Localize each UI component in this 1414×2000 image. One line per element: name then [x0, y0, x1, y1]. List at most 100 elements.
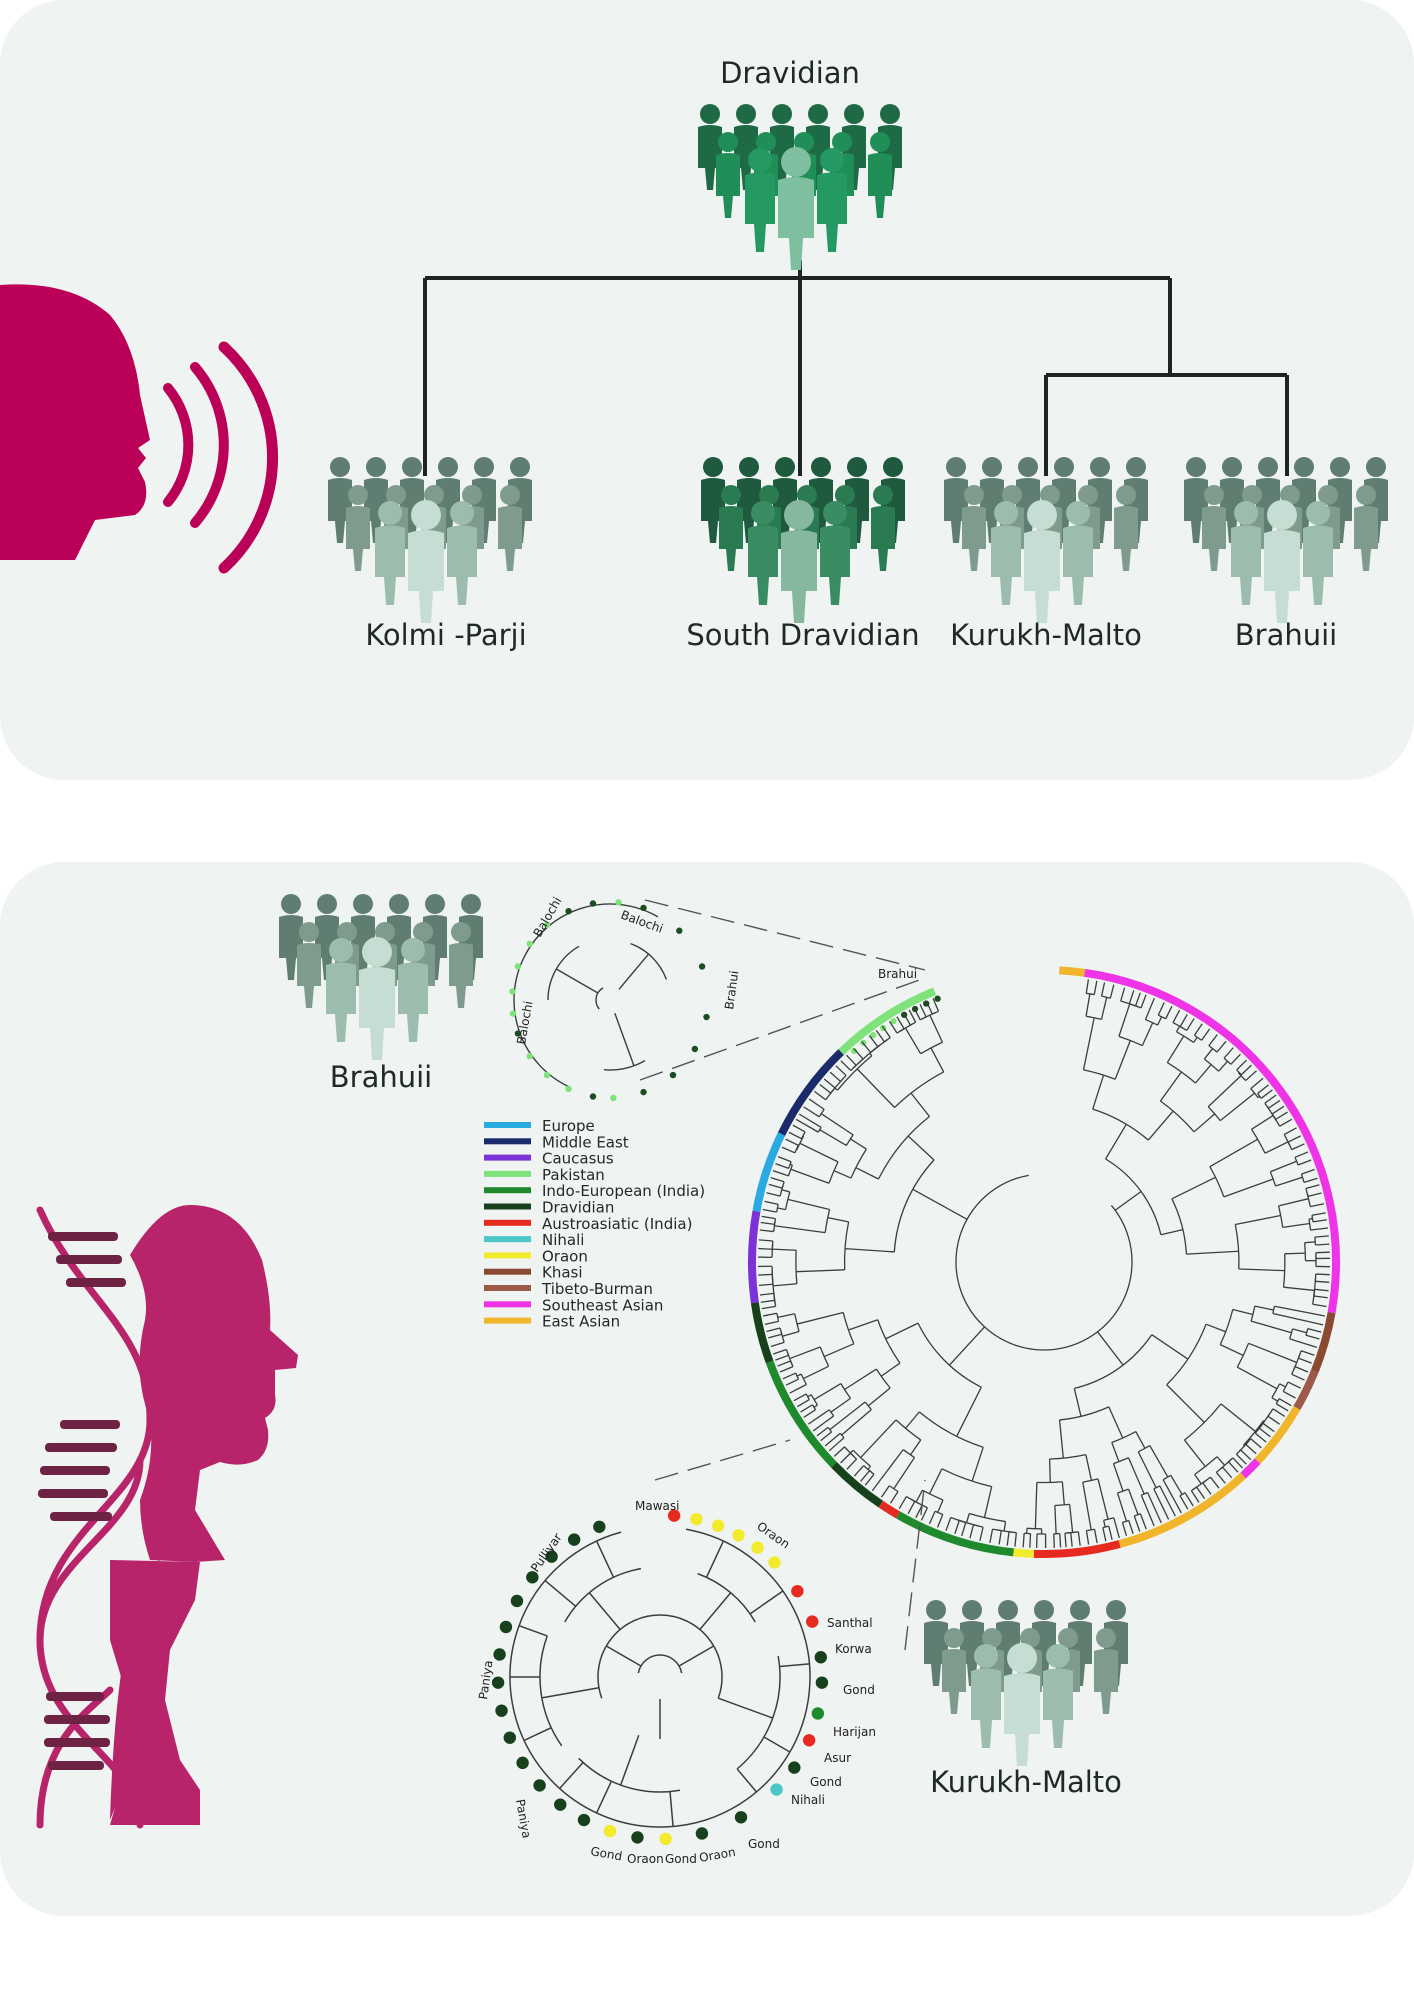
ring-segment [1311, 1311, 1336, 1373]
tip-dot [850, 1047, 858, 1055]
branch-label-brahui: Brahuii [1235, 618, 1337, 652]
inset2-label-oraon-2: Oraon [698, 1845, 737, 1865]
dravidian-people-icon [698, 104, 902, 270]
ring-segment [878, 1500, 901, 1519]
legend-swatch [484, 1170, 531, 1177]
inset1-dot [543, 1071, 551, 1079]
kolmi-parji-people-icon [328, 457, 532, 623]
ring-segment [1293, 1369, 1319, 1411]
inset2-dot [791, 1584, 804, 1598]
legend-swatch [484, 1203, 531, 1210]
inset2-dot [815, 1676, 829, 1689]
branch-label-kurukh-malto: Kurukh-Malto [950, 618, 1142, 652]
inset2-label-paniya-1: Paniya [476, 1659, 495, 1700]
ring-segment [1254, 1405, 1301, 1464]
inset2-dot [734, 1811, 748, 1824]
inset2-label-paniya-2: Paniya [513, 1798, 534, 1839]
legend-label: Tibeto-Burman [541, 1280, 653, 1298]
inset2-dot [516, 1756, 529, 1770]
inset2-dot [526, 1571, 539, 1584]
population-ring [748, 966, 1340, 1558]
legend-swatch [484, 1236, 531, 1243]
legend-swatch [484, 1138, 531, 1145]
inset1-dot [526, 1053, 533, 1060]
inset2-dot [788, 1761, 801, 1774]
inset2-dot [806, 1615, 819, 1628]
legend-swatch [484, 1252, 531, 1259]
inset1-dot [514, 963, 522, 970]
inset2-dot [493, 1648, 506, 1661]
branch-label-kolmi-parji: Kolmi -Parji [365, 618, 526, 652]
inset2-label-pulliyar: Pulliyar [528, 1531, 565, 1575]
inset1-dot [509, 1010, 517, 1017]
inner-arc [955, 1174, 1133, 1351]
inset1-dot [565, 1085, 572, 1093]
inset2-label-harijan: Harijan [833, 1725, 876, 1739]
legend-swatch [484, 1187, 531, 1194]
inset2-dot [503, 1731, 516, 1744]
inset1-label-balochi-2: Balochi [619, 908, 665, 936]
tip-dot [933, 994, 942, 1003]
inset2-label-santhal: Santhal [827, 1616, 873, 1630]
south-dravidian-people-icon [701, 457, 905, 623]
ring-segment [1084, 968, 1340, 1314]
inset2-label-gond-4: Gond [843, 1683, 875, 1697]
brahui-inset-tree: Balochi Balochi Balochi Brahui [509, 895, 741, 1102]
inset2-dot [554, 1798, 567, 1811]
inset2-dot [690, 1512, 703, 1526]
ring-segment [765, 1360, 837, 1468]
inset2-dot [768, 1556, 781, 1569]
legend-label: Middle East [542, 1133, 629, 1151]
inset1-dot [676, 927, 683, 934]
ring-segment [748, 1210, 761, 1304]
speaking-head-icon [0, 284, 278, 574]
legend-swatch [484, 1122, 531, 1128]
brahui-genetic-people-icon [279, 894, 483, 1060]
inset2-label-korwa: Korwa [835, 1642, 872, 1656]
inset1-dot [691, 1045, 699, 1053]
branch-label-south-dravidian: South Dravidian [686, 618, 919, 652]
circle-label-brahui: Brahui [878, 967, 917, 981]
inset2-dot [577, 1813, 591, 1827]
tip-dot [869, 1031, 877, 1039]
ring-segment [896, 1511, 1014, 1557]
ring-segment [750, 1302, 774, 1364]
inset2-dot [667, 1509, 681, 1522]
inset2-label-gond-5: Gond [810, 1775, 842, 1789]
inset2-dot [545, 1550, 558, 1563]
legend-label: East Asian [542, 1313, 620, 1331]
legend-label: Pakistan [542, 1166, 605, 1184]
inset2-label-gond-1: Gond [589, 1844, 623, 1863]
legend-label: Austroasiatic (India) [542, 1215, 692, 1233]
kurukh-malto-people-icon [944, 457, 1148, 623]
inset1-dot [669, 1071, 677, 1079]
dna-face-icon [36, 1205, 298, 1829]
inset2-label-mawasi: Mawasi [635, 1499, 679, 1513]
inset1-dot [589, 900, 597, 907]
zoom-connectors [639, 899, 926, 1651]
inset1-dot [543, 921, 551, 929]
ring-segment [1059, 966, 1086, 977]
inset2-label-nihali: Nihali [791, 1793, 825, 1807]
inset2-dot [603, 1824, 617, 1838]
inset2-dot [711, 1519, 725, 1532]
legend-swatch [484, 1219, 531, 1226]
legend-label: Khasi [542, 1264, 583, 1282]
inset2-dot [802, 1734, 816, 1747]
inset2-dot [695, 1827, 709, 1840]
legend-label: Nihali [542, 1231, 584, 1249]
inset1-label-brahui: Brahui [722, 970, 741, 1011]
inset2-dot [495, 1704, 508, 1717]
inset1-dot [589, 1093, 597, 1100]
ring-segment [1118, 1472, 1246, 1548]
inset2-dot [811, 1707, 825, 1720]
inset1-dot [615, 899, 622, 906]
ring-segment [752, 1132, 786, 1212]
legend-label: Oraon [542, 1247, 588, 1265]
kurukh-group-label: Kurukh-Malto [930, 1765, 1122, 1799]
legend-swatch [484, 1268, 531, 1275]
inset2-label-gond-3: Gond [748, 1837, 780, 1851]
